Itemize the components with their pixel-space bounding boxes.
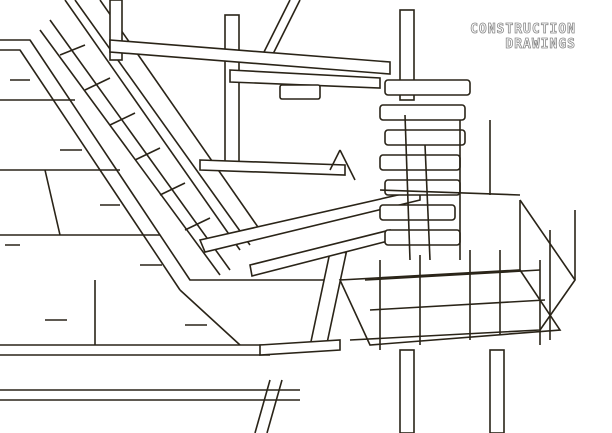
title-line-1: CONSTRUCTION — [470, 22, 576, 38]
title-line-2: DRAWINGS — [505, 37, 576, 53]
platform-cage — [338, 114, 576, 350]
stair-steps — [279, 79, 471, 246]
diagonal-railing — [39, 0, 261, 276]
title-text: CONSTRUCTION DRAWINGS — [470, 22, 576, 53]
floor-slab — [0, 39, 380, 401]
beams — [109, 39, 421, 356]
